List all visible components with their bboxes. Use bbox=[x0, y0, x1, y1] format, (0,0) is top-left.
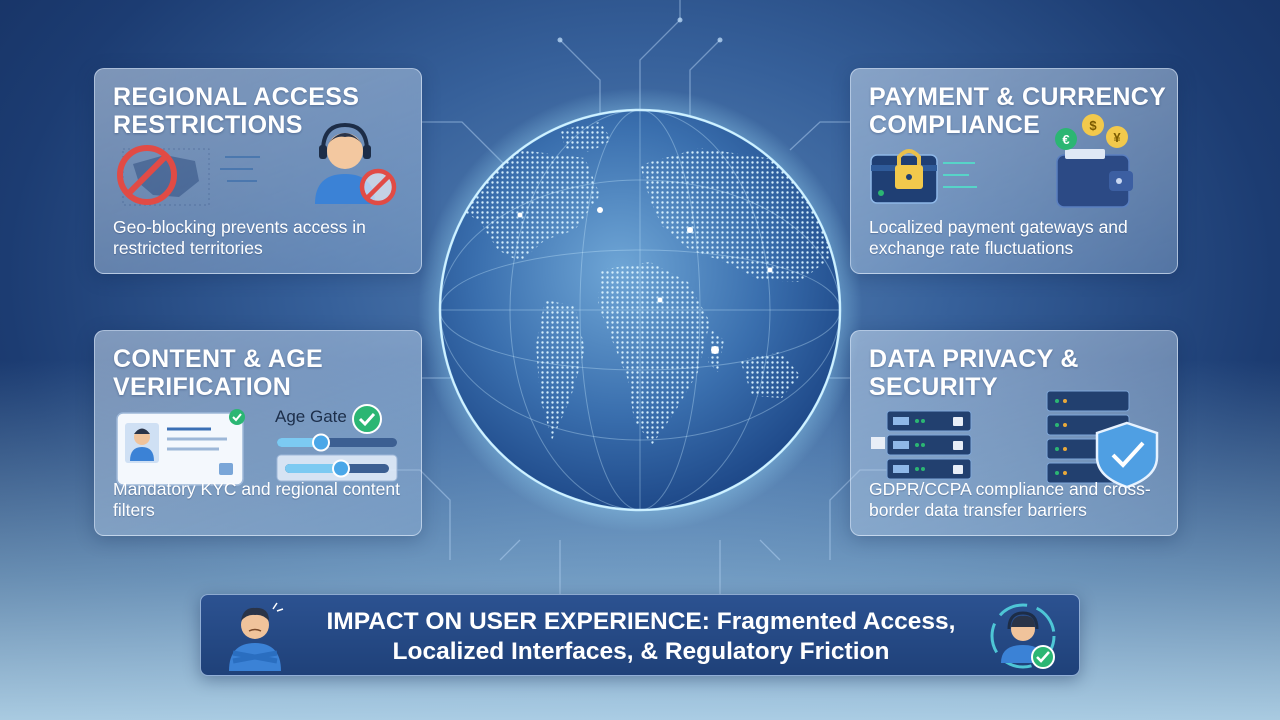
payment-card-lock-icon bbox=[870, 149, 938, 204]
support-agent-icon bbox=[315, 122, 375, 204]
euro-coin-symbol: € bbox=[1062, 132, 1069, 147]
panel-regional-access: REGIONAL ACCESS RESTRICTIONS Geo-blockin… bbox=[94, 68, 422, 274]
panel-title: DATA PRIVACY & SECURITY bbox=[869, 345, 1079, 401]
panel-illustration bbox=[116, 404, 398, 486]
panel-description: Localized payment gateways and exchange … bbox=[869, 217, 1128, 258]
age-slider-1 bbox=[277, 433, 397, 452]
satisfied-user-icon bbox=[990, 603, 1056, 669]
panel-illustration bbox=[871, 390, 1159, 489]
verified-check-icon bbox=[229, 409, 245, 425]
age-gate-check-icon bbox=[352, 404, 382, 434]
prohibited-small-icon bbox=[359, 168, 397, 206]
panel-title: PAYMENT & CURRENCY COMPLIANCE bbox=[869, 83, 1166, 139]
age-gate-label: Age Gate bbox=[275, 407, 347, 426]
panel-description: Geo-blocking prevents access in restrict… bbox=[113, 217, 366, 258]
prohibited-icon bbox=[117, 145, 177, 205]
age-slider-2 bbox=[276, 454, 398, 482]
panel-title: REGIONAL ACCESS RESTRICTIONS bbox=[113, 83, 360, 139]
panel-description: Mandatory KYC and regional content filte… bbox=[113, 479, 400, 520]
panel-payment-currency: PAYMENT & CURRENCY COMPLIANCE € $ ¥ bbox=[850, 68, 1178, 274]
yen-coin-symbol: ¥ bbox=[1113, 130, 1121, 145]
frustrated-user-icon bbox=[229, 602, 284, 671]
panel-description: GDPR/CCPA compliance and cross-border da… bbox=[869, 479, 1151, 520]
dollar-coin-symbol: $ bbox=[1089, 118, 1097, 133]
wallet-icon bbox=[1056, 149, 1133, 208]
panel-title: CONTENT & AGE VERIFICATION bbox=[113, 345, 323, 401]
impact-banner: IMPACT ON USER EXPERIENCE: Fragmented Ac… bbox=[200, 594, 1080, 676]
panel-content-age: CONTENT & AGE VERIFICATION bbox=[94, 330, 422, 536]
security-shield-icon bbox=[1095, 421, 1159, 489]
impact-text: IMPACT ON USER EXPERIENCE: Fragmented Ac… bbox=[326, 608, 956, 665]
panel-illustration: € $ ¥ bbox=[870, 114, 1133, 208]
currency-coins-icon bbox=[1055, 114, 1128, 150]
server-rack-locked-icon bbox=[871, 410, 972, 480]
id-card-icon bbox=[116, 412, 244, 486]
panel-illustration bbox=[117, 122, 397, 206]
panel-data-privacy: DATA PRIVACY & SECURITY GDPR/CCPA compli… bbox=[850, 330, 1178, 536]
